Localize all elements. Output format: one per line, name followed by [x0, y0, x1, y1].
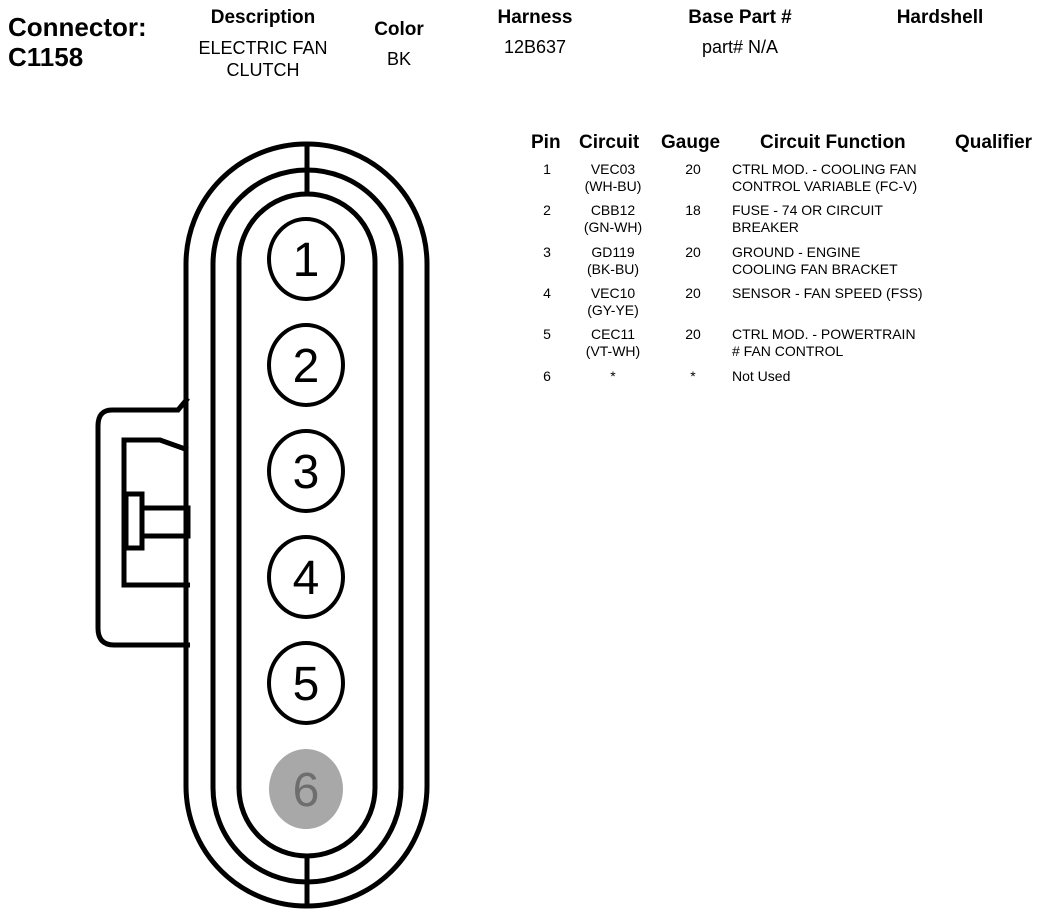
lock-tab-inner: [121, 437, 190, 588]
row-gauge: *: [690, 368, 696, 384]
lock-tab-housing: [95, 396, 190, 648]
gauge-header: Gauge: [661, 132, 721, 153]
row-circuit-color: (GY-YE): [587, 302, 639, 318]
row-function: CTRL MOD. - COOLING FAN: [732, 161, 917, 177]
row-circuit: CBB12: [590, 202, 636, 218]
pin-number: 5: [293, 658, 320, 711]
description-line-2: CLUTCH: [226, 60, 300, 80]
row-circuit: CEC11: [590, 326, 636, 342]
connector-id: C1158: [8, 42, 84, 72]
connector-body: [95, 141, 430, 909]
row-circuit-color: (WH-BU): [584, 178, 642, 194]
circuit-header: Circuit: [579, 132, 640, 153]
row-circuit: VEC03: [590, 161, 636, 177]
row-circuit-color: (BK-BU): [586, 261, 640, 277]
row-function-cont: BREAKER: [732, 219, 799, 235]
row-circuit-color: (VT-WH): [585, 343, 641, 359]
pin-circle: [267, 641, 345, 725]
row-gauge: 20: [685, 285, 701, 301]
connector-header: Connector: C1158: [8, 12, 147, 72]
row-gauge: 20: [685, 326, 701, 342]
pin-number: 3: [293, 446, 320, 499]
pin-circle: [267, 323, 345, 407]
row-pin: 5: [543, 326, 551, 342]
harness-value: 12B637: [503, 37, 567, 57]
row-circuit: VEC10: [590, 285, 636, 301]
pin-cavities: 1 2 3 4 5 6: [267, 217, 345, 829]
row-circuit-color: (GN-WH): [583, 219, 643, 235]
pin-1: 1: [267, 217, 345, 301]
row-function-cont: # FAN CONTROL: [732, 343, 844, 359]
row-pin: 1: [543, 161, 551, 177]
description-label: Description: [210, 7, 316, 28]
base-part-value: part# N/A: [701, 37, 779, 57]
row-function: GROUND - ENGINE: [732, 244, 861, 260]
row-function-cont: CONTROL VARIABLE (FC-V): [732, 178, 918, 194]
pin-circle: [267, 429, 345, 513]
pin-header: Pin: [531, 132, 561, 153]
row-circuit: *: [610, 368, 616, 384]
lock-tab-lever: [142, 505, 191, 539]
color-label: Color: [374, 19, 424, 40]
row-function: CTRL MOD. - POWERTRAIN: [732, 326, 916, 342]
pin-6: 6: [269, 749, 343, 829]
qualifier-header: Qualifier: [955, 132, 1033, 153]
harness-label: Harness: [497, 7, 573, 28]
connector-label: Connector:: [8, 12, 147, 42]
pin-2: 2: [267, 323, 345, 407]
row-gauge: 20: [685, 161, 701, 177]
pin-3: 3: [267, 429, 345, 513]
row-function-cont: COOLING FAN BRACKET: [732, 261, 898, 277]
pin-number: 4: [293, 552, 320, 605]
row-pin: 2: [543, 202, 551, 218]
pin-circle: [269, 749, 343, 829]
pin-circle: [267, 535, 345, 619]
pin-number: 6: [293, 764, 320, 817]
row-function: Not Used: [732, 368, 791, 384]
pin-5: 5: [267, 641, 345, 725]
pin-number: 2: [293, 340, 320, 393]
pin-number: 1: [293, 234, 320, 287]
description-line-1: ELECTRIC FAN: [198, 38, 328, 58]
row-pin: 4: [543, 285, 551, 301]
row-circuit: GD119: [591, 244, 635, 260]
base-part-label: Base Part #: [688, 7, 792, 28]
lock-tab-latch: [123, 491, 145, 551]
hardshell-label: Hardshell: [896, 7, 984, 28]
color-value: BK: [386, 49, 411, 69]
row-pin: 6: [543, 368, 551, 384]
row-pin: 3: [543, 244, 551, 260]
row-gauge: 18: [685, 202, 701, 218]
pin-4: 4: [267, 535, 345, 619]
row-function: FUSE - 74 OR CIRCUIT: [732, 202, 883, 218]
row-function: SENSOR - FAN SPEED (FSS): [732, 285, 923, 301]
pin-circle: [267, 217, 345, 301]
row-gauge: 20: [685, 244, 701, 260]
connector-face-diagram: 1 2 3 4 5 6: [95, 141, 430, 909]
function-header: Circuit Function: [760, 132, 906, 153]
